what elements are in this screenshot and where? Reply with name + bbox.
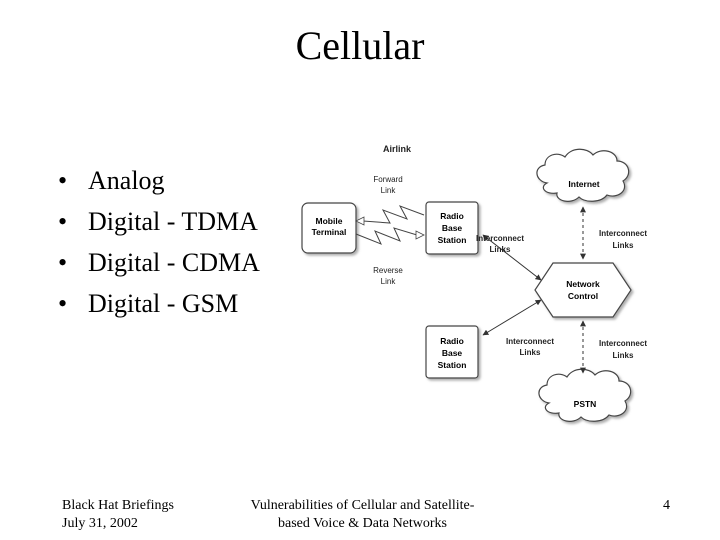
reverse-link-label: Reverse	[373, 266, 403, 275]
bullet-item: • Analog	[58, 160, 260, 201]
bullet-text: Digital - TDMA	[88, 207, 258, 236]
bullet-icon: •	[58, 248, 68, 277]
bullet-text: Analog	[88, 166, 165, 195]
footer-title-line: Vulnerabilities of Cellular and Satellit…	[250, 498, 475, 513]
bullet-icon: •	[58, 207, 68, 236]
pstn-label: PSTN	[574, 399, 597, 409]
mobile-terminal-node: Mobile Terminal	[301, 202, 357, 254]
forward-link-arrow	[362, 205, 425, 224]
radio-base-station-label: Station	[438, 235, 467, 245]
slide-title: Cellular	[295, 23, 425, 68]
network-control-label: Network	[566, 279, 600, 289]
forward-link-label: Forward	[373, 175, 402, 184]
radio-base-station-label: Station	[438, 360, 467, 370]
interconnect-links-label: Interconnect	[506, 337, 554, 346]
bullet-item: • Digital - GSM	[58, 283, 260, 324]
interconnect-link-arrow	[482, 234, 542, 281]
bullet-text: Digital - CDMA	[88, 248, 260, 277]
airlink-label: Airlink	[383, 144, 412, 154]
interconnect-links-label: Interconnect	[476, 234, 524, 243]
radio-base-station-label: Radio	[440, 211, 464, 221]
bullet-item: • Digital - CDMA	[58, 242, 260, 283]
internet-cloud-node: Internet	[536, 148, 630, 202]
mobile-terminal-label: Mobile	[316, 216, 343, 226]
reverse-link-arrow	[355, 227, 418, 245]
network-control-node: Network Control	[534, 262, 632, 318]
cellular-network-diagram: Airlink Mobile Terminal Forward Link Rev…	[301, 144, 647, 422]
forward-link-label: Link	[381, 186, 397, 195]
radio-base-station-node: Radio Base Station	[425, 325, 479, 379]
bullet-icon: •	[58, 289, 68, 318]
radio-base-station-label: Base	[442, 348, 463, 358]
interconnect-links-label: Interconnect	[599, 229, 647, 238]
bullet-text: Digital - GSM	[88, 289, 239, 318]
reverse-link-label: Link	[381, 277, 397, 286]
internet-label: Internet	[568, 179, 599, 189]
footer-title-line: based Voice & Data Networks	[278, 516, 447, 531]
radio-base-station-label: Radio	[440, 336, 464, 346]
footer-event-date: July 31, 2002	[62, 516, 138, 531]
footer-presentation-title: Vulnerabilities of Cellular and Satellit…	[240, 497, 485, 533]
interconnect-link-arrow	[482, 299, 542, 336]
interconnect-links-label: Links	[613, 241, 634, 250]
footer-event: Black Hat Briefings July 31, 2002	[62, 497, 174, 533]
interconnect-links-label: Links	[613, 351, 634, 360]
interconnect-links-label: Links	[490, 245, 511, 254]
bullet-item: • Digital - TDMA	[58, 201, 260, 242]
interconnect-links-label: Interconnect	[599, 339, 647, 348]
bullet-list: •Analog •Digital - TDMA •Digital - CDMA …	[58, 160, 260, 324]
network-control-label: Control	[568, 291, 598, 301]
radio-base-station-label: Base	[442, 223, 463, 233]
mobile-terminal-label: Terminal	[312, 227, 347, 237]
radio-base-station-node: Radio Base Station	[425, 201, 479, 255]
page-number: 4	[663, 498, 670, 513]
footer-event-name: Black Hat Briefings	[62, 498, 174, 513]
forward-link-arrowhead	[355, 216, 365, 226]
interconnect-links-label: Links	[520, 348, 541, 357]
bullet-icon: •	[58, 166, 68, 195]
reverse-link-arrowhead	[415, 230, 425, 240]
pstn-cloud-node: PSTN	[538, 368, 632, 422]
